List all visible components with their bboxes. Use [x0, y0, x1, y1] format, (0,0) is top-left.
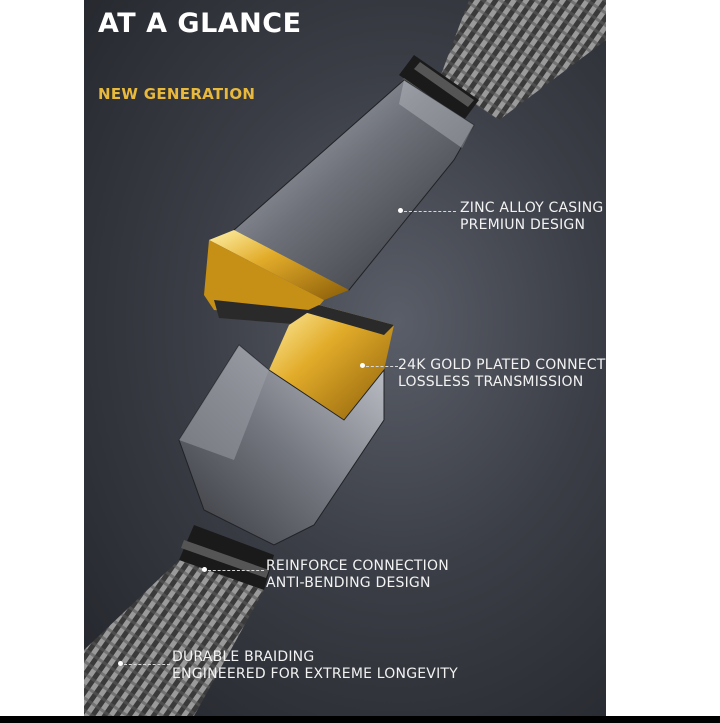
callout-marker — [202, 567, 207, 572]
callout-leader — [366, 366, 398, 367]
page-title: AT A GLANCE — [98, 8, 302, 39]
callout-detail: ENGINEERED FOR EXTREME LONGEVITY — [172, 666, 458, 682]
top-braided-cable — [439, 0, 606, 120]
callout-title: DURABLE BRAIDING — [172, 649, 315, 665]
top-gold-connector — [209, 230, 349, 300]
bottom-gold-connector — [269, 305, 394, 420]
callout-reinforce-connection: REINFORCE CONNECTION ANTI-BENDING DESIGN — [266, 558, 449, 592]
hdmi-cable-illustration — [84, 0, 606, 716]
callout-gold-connector: 24K GOLD PLATED CONNECTOR LOSSLESS TRANS… — [398, 357, 606, 391]
bottom-strain-relief — [179, 525, 274, 590]
callout-leader — [124, 664, 170, 665]
bottom-braided-cable — [84, 560, 264, 716]
callout-title: ZINC ALLOY CASING — [460, 200, 604, 216]
bottom-border — [0, 716, 720, 723]
callout-detail: ANTI-BENDING DESIGN — [266, 575, 431, 591]
callout-zinc-casing: ZINC ALLOY CASING PREMIUN DESIGN — [460, 200, 603, 234]
callout-marker — [118, 661, 123, 666]
page-subtitle: NEW GENERATION — [98, 85, 256, 103]
callout-marker — [360, 363, 365, 368]
callout-detail: PREMIUN DESIGN — [460, 217, 586, 233]
callout-title: 24K GOLD PLATED CONNECTOR — [398, 357, 606, 373]
callout-detail: LOSSLESS TRANSMISSION — [398, 374, 584, 390]
callout-title: REINFORCE CONNECTION — [266, 558, 449, 574]
callout-marker — [398, 208, 403, 213]
product-panel: AT A GLANCE NEW GENERATION ZINC ALLOY CA… — [84, 0, 606, 716]
callout-leader — [404, 211, 456, 212]
callout-durable-braiding: DURABLE BRAIDING ENGINEERED FOR EXTREME … — [172, 649, 458, 683]
callout-leader — [208, 570, 264, 571]
